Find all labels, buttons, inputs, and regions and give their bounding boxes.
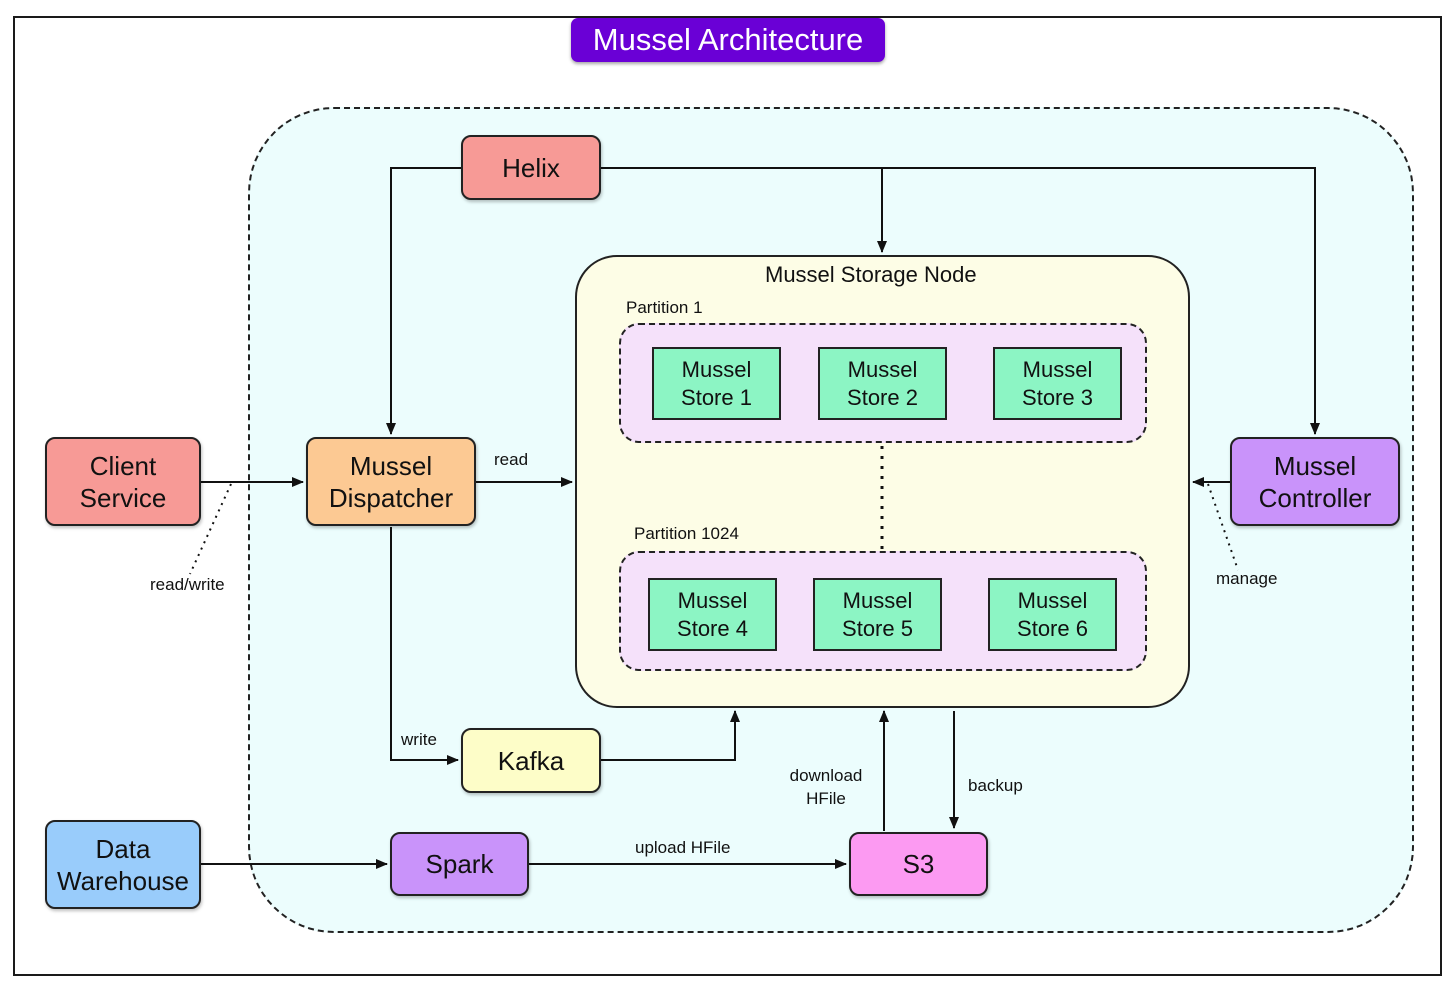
diagram-title: Mussel Architecture (571, 18, 885, 62)
partition-1024-label: Partition 1024 (634, 524, 739, 543)
mussel-store-3: Mussel Store 3 (993, 347, 1122, 420)
edge-label-backup: backup (968, 776, 1023, 795)
mussel-store-4: Mussel Store 4 (648, 578, 777, 651)
helix-node: Helix (461, 135, 601, 200)
edge-label-read: read (494, 450, 529, 469)
dotted-read-write-pointer (189, 483, 232, 575)
kafka-node: Kafka (461, 728, 601, 793)
spark-node: Spark (390, 832, 529, 896)
edge-label-manage: manage (1216, 569, 1278, 588)
partition-1-label: Partition 1 (626, 298, 703, 317)
edge-label-write: write (401, 730, 437, 749)
diagram-frame (13, 16, 1442, 976)
mussel-controller-node: Mussel Controller (1230, 437, 1400, 526)
mussel-store-6: Mussel Store 6 (988, 578, 1117, 651)
mussel-store-2: Mussel Store 2 (818, 347, 947, 420)
edge-dispatcher-kafka (390, 527, 459, 765)
storage-node-label: Mussel Storage Node (765, 262, 977, 287)
edge-label-read-write: read/write (150, 575, 225, 594)
dotted-manage-pointer (1207, 483, 1239, 571)
data-warehouse-node: Data Warehouse (45, 820, 201, 909)
mussel-store-5: Mussel Store 5 (813, 578, 942, 651)
s3-node: S3 (849, 832, 988, 896)
mussel-store-1: Mussel Store 1 (652, 347, 781, 420)
edge-kafka-storage (601, 710, 740, 761)
edge-helix-dispatcher (386, 167, 461, 435)
mussel-dispatcher-node: Mussel Dispatcher (306, 437, 476, 526)
edge-label-download-hfile: download HFile (789, 766, 863, 808)
client-service-node: Client Service (45, 437, 201, 526)
edge-helix-controller (601, 167, 1320, 435)
edge-label-upload-hfile: upload HFile (635, 838, 731, 857)
